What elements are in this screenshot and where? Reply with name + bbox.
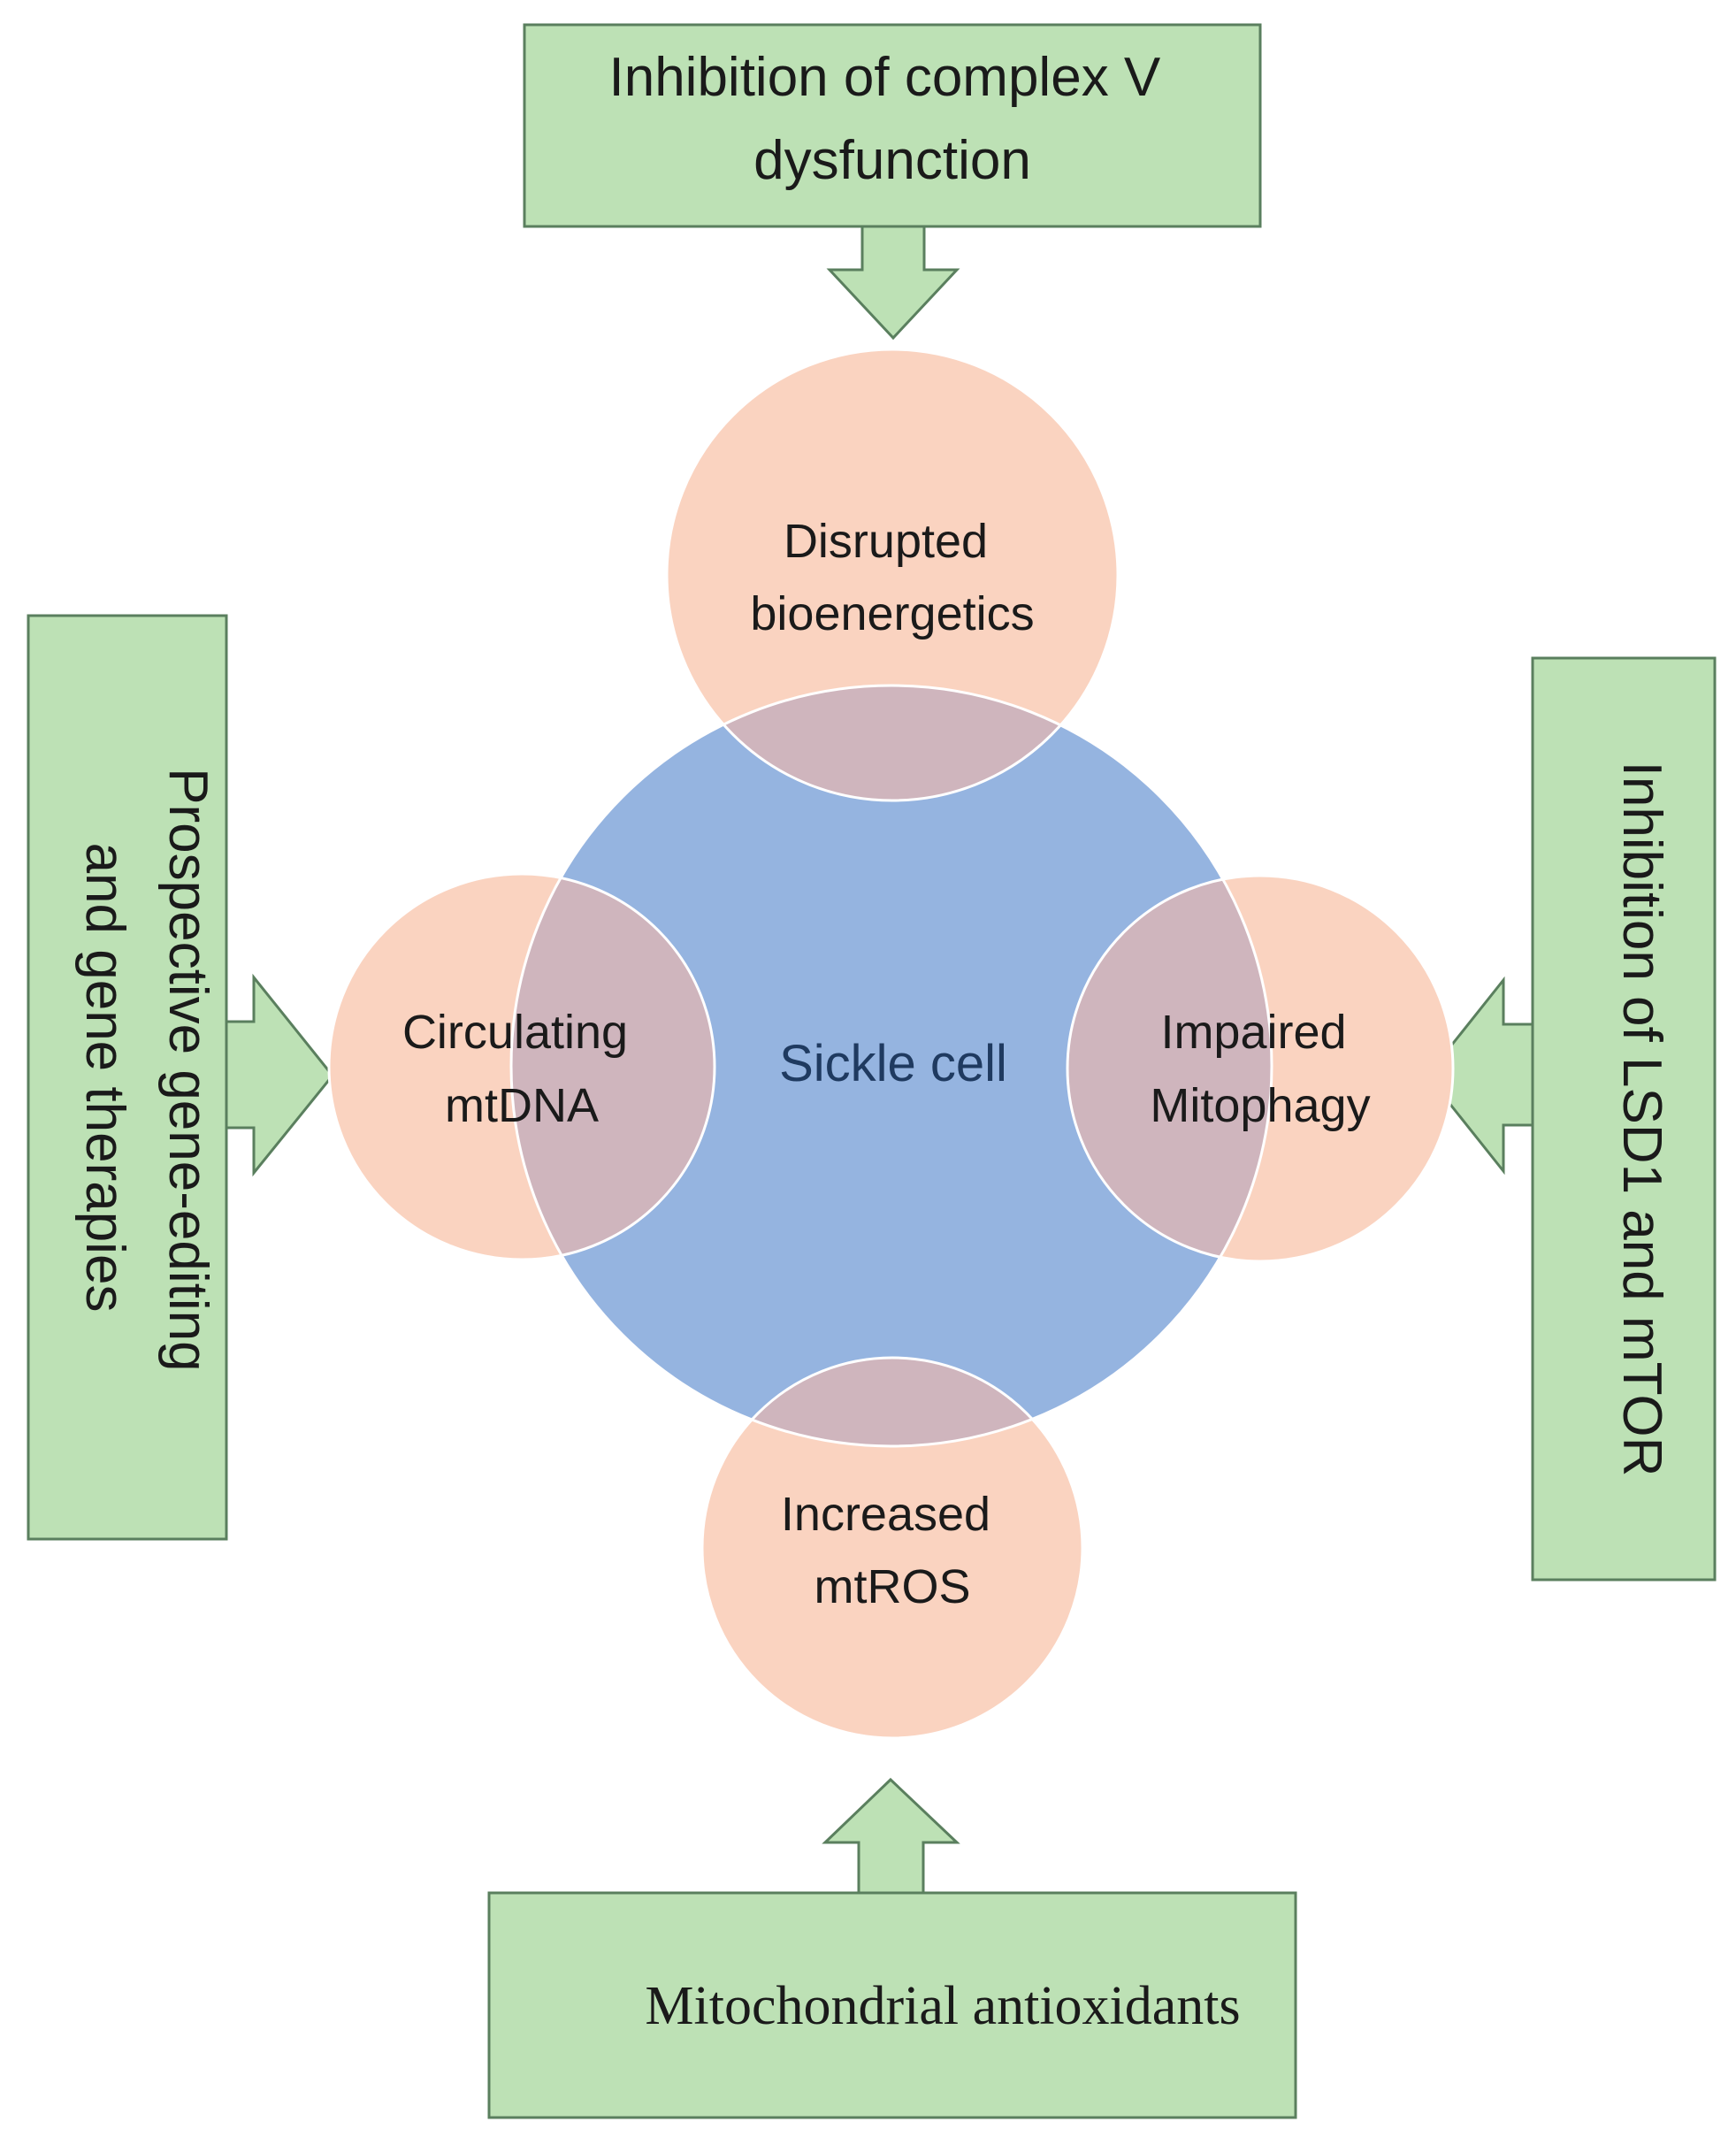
intervention-right-line-1: Inhibition of LSD1 and mTOR [1611,762,1672,1477]
satellite-top-label: Disrupted bioenergetics [750,515,1034,640]
intervention-bottom-box [487,1891,1297,2119]
satellite-right-label: Impaired Mitophagy [1150,1006,1370,1132]
center-label: Sickle cell [779,1035,1007,1092]
arrow-up-icon [822,1777,960,1895]
arrow-right-icon [225,973,334,1177]
svg-text:Inhibition of complex V: Inhibition of complex V dysfunction [608,47,1175,191]
intervention-top-line-2: dysfunction [753,130,1031,191]
svg-text:Inhibition of LSD1 and mTOR: Inhibition of LSD1 and mTOR [1611,762,1672,1477]
intervention-bottom-line-1: Mitochondrial antioxidants [645,1976,1240,2036]
overlap-right [1067,876,1272,1261]
intervention-left-line-1: Prospective gene-editing [157,768,218,1371]
intervention-left-line-2: and gene therapies [74,843,135,1313]
intervention-right: Inhibition of LSD1 and mTOR [1531,656,1717,1582]
satellite-left-label: Circulating mtDNA [402,1006,641,1132]
satellite-top-circle [667,349,1118,800]
svg-text:Prospective gene-editing: Prospective gene-editing and gene therap… [74,768,218,1387]
circle-outlines [327,348,1455,1740]
satellite-bottom-label: Increased mtROS [781,1488,1004,1613]
intervention-left: Prospective gene-editing and gene therap… [27,614,228,1541]
arrow-down-icon [826,225,960,341]
overlap-left [511,874,715,1260]
satellite-bottom-circle [702,1358,1082,1738]
intervention-bottom: Mitochondrial antioxidants [487,1891,1297,2119]
intervention-top-line-1: Inhibition of complex V [608,47,1160,108]
intervention-top: Inhibition of complex V dysfunction [523,23,1262,228]
intervention-right-box [1531,656,1717,1582]
arrow-left-icon [1426,976,1534,1176]
sickle-cell-circle [511,686,1272,1446]
intervention-top-box [523,23,1262,228]
svg-text:Mitochondrial antioxidants: Mitochondrial antioxidants [645,1976,1240,2036]
